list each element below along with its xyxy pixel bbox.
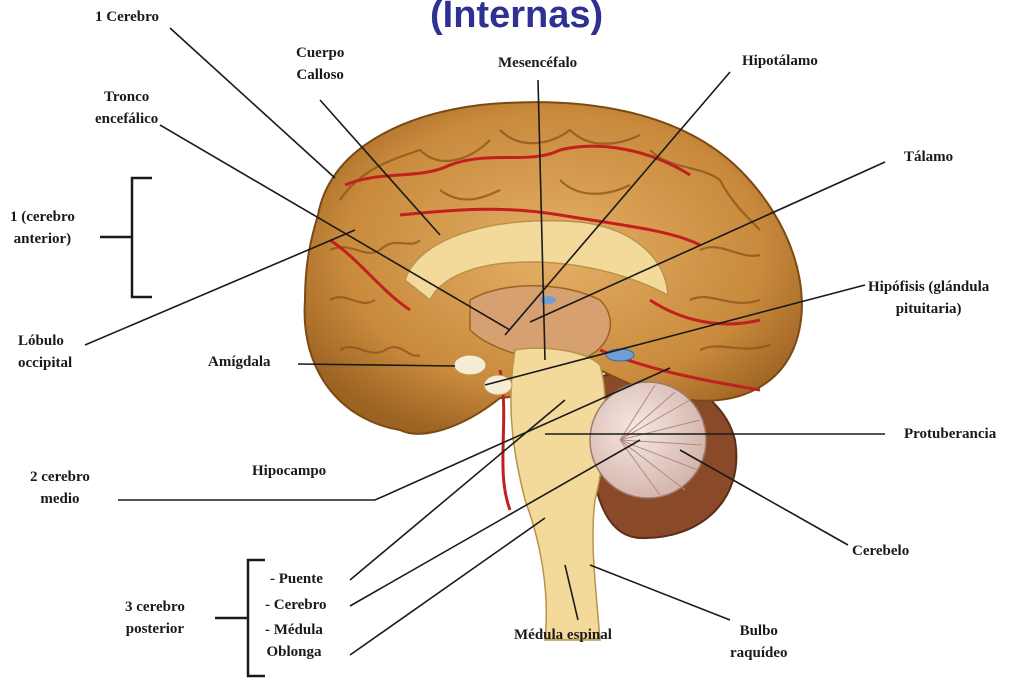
label-mesencefalo: Mesencéfalo [498, 52, 577, 74]
amygdala-shape [454, 355, 486, 375]
label-bulbo-raquideo: Bulbo raquídeo [730, 620, 788, 664]
bracket-anterior [132, 178, 152, 297]
label-cerebelo: Cerebelo [852, 540, 909, 562]
label-medula-oblonga: - Médula Oblonga [265, 619, 323, 663]
label-puente: - Puente [270, 568, 323, 590]
pineal-accent [540, 296, 556, 304]
label-tronco-encefalico: Tronco encefálico [95, 86, 158, 130]
bracket-posterior [248, 560, 265, 676]
label-hipotalamo: Hipotálamo [742, 50, 818, 72]
line-bulbo [590, 565, 730, 620]
hippocampus-shape [484, 375, 512, 395]
label-cerebro-item: - Cerebro [265, 594, 327, 616]
label-protuberancia: Protuberancia [904, 423, 996, 445]
label-hipofisis: Hipófisis (glándula pituitaria) [868, 276, 989, 320]
brainstem [511, 348, 606, 640]
page-title: (Internas) [430, 0, 603, 37]
label-cuerpo-calloso: Cuerpo Calloso [296, 42, 344, 86]
line-cerebro [350, 440, 640, 606]
label-cerebro: 1 Cerebro [95, 6, 159, 28]
label-cerebro-anterior: 1 (cerebro anterior) [10, 206, 75, 250]
label-hipocampo: Hipocampo [252, 460, 326, 482]
label-medula-espinal: Médula espinal [514, 624, 612, 646]
pituitary [606, 349, 634, 361]
label-cerebro-posterior: 3 cerebro posterior [125, 596, 185, 640]
label-cerebro-medio: 2 cerebro medio [30, 466, 90, 510]
label-lobulo-occipital: Lóbulo occipital [18, 330, 72, 374]
label-amigdala: Amígdala [208, 351, 271, 373]
cerebellum [590, 382, 706, 498]
label-talamo: Tálamo [904, 146, 953, 168]
